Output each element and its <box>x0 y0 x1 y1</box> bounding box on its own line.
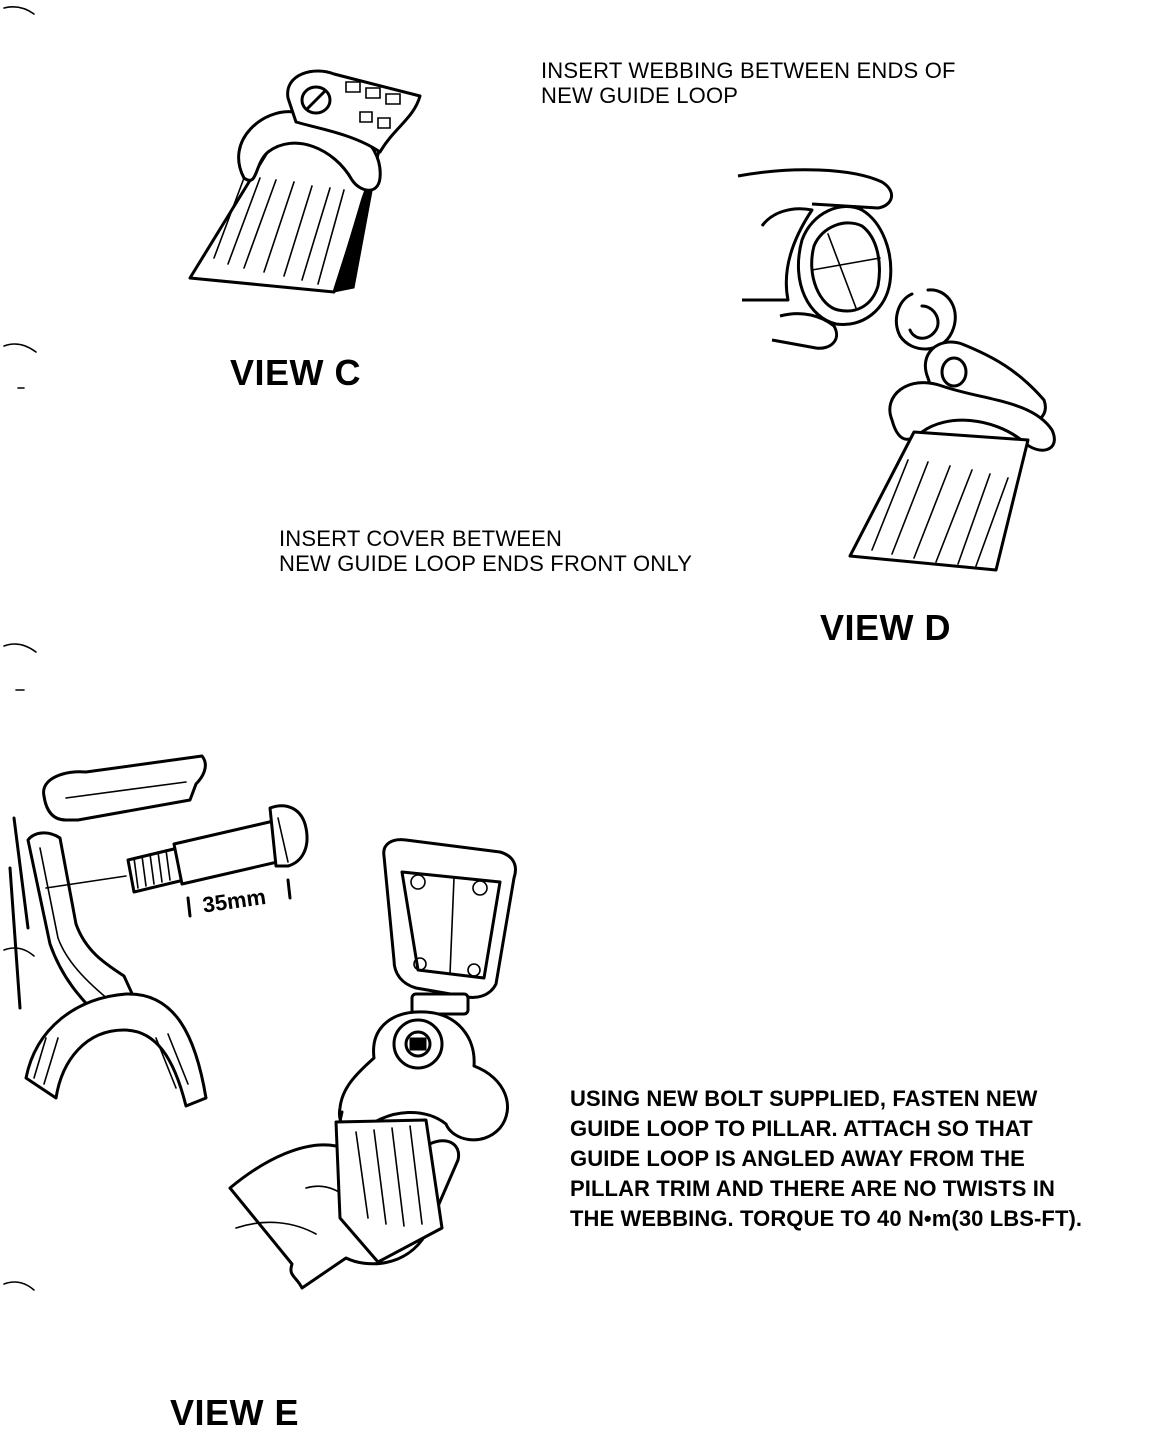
view-c-illustration <box>184 68 424 308</box>
view-e-instruction: USING NEW BOLT SUPPLIED, FASTEN NEW GUID… <box>570 1086 1083 1231</box>
view-e-label: VIEW E <box>170 1392 300 1433</box>
view-d-illustration <box>732 160 1062 580</box>
view-c-label: VIEW C <box>230 352 362 393</box>
view-e-illustration: 35mm <box>6 748 546 1308</box>
binder-hole-marks <box>0 0 40 1456</box>
view-c-instruction: INSERT WEBBING BETWEEN ENDS OF NEW GUIDE… <box>541 58 956 108</box>
view-d-label: VIEW D <box>820 607 952 648</box>
view-d-instruction: INSERT COVER BETWEEN NEW GUIDE LOOP ENDS… <box>279 526 693 576</box>
dimension-label: 35mm <box>201 884 267 918</box>
